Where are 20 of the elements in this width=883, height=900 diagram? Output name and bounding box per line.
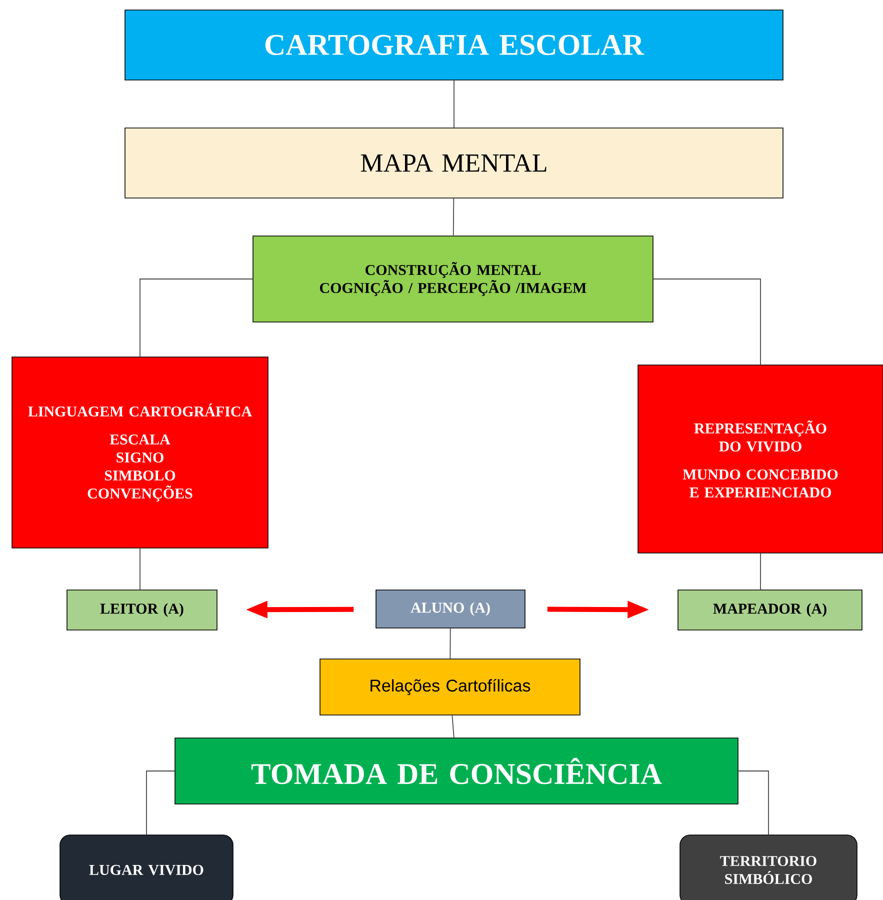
- connector-line: [146, 770, 176, 836]
- role-box: LEITOR (A): [66, 590, 218, 630]
- concept-box: TOMADA DE CONSCIÊNCIA: [174, 738, 738, 804]
- title-box: CARTOGRAFIA ESCOLAR: [124, 10, 784, 80]
- rounded-box: TERRITORIO SIMBÓLICO: [680, 834, 858, 900]
- connector-line: [452, 714, 454, 738]
- connector-line: [450, 628, 451, 660]
- role-box: MAPEADOR (A): [678, 590, 862, 630]
- rounded-box: LUGAR VIVIDO: [60, 834, 234, 900]
- connector-line: [140, 278, 254, 358]
- concept-box: Relações Cartofílicas: [320, 658, 580, 716]
- concept-box: MAPA MENTAL: [124, 128, 784, 198]
- connector-line: [760, 552, 761, 590]
- concept-box: LINGUAGEM CARTOGRÁFICA ESCALA SIGNO SIMBOLO CONVENÇÕES: [12, 356, 268, 548]
- role-box: ALUNO (A): [376, 590, 526, 628]
- connector-line: [452, 198, 454, 236]
- connector-line: [652, 278, 761, 366]
- concept-box: CONSTRUÇÃO MENTAL COGNIÇÃO / PERCEPÇÃO /IMAGEM: [252, 236, 654, 322]
- connector-line: [738, 770, 769, 836]
- concept-box: REPRESENTAÇÃO DO VIVIDO MUNDO CONCEBIDO E EXPERIENCIADO: [638, 364, 883, 554]
